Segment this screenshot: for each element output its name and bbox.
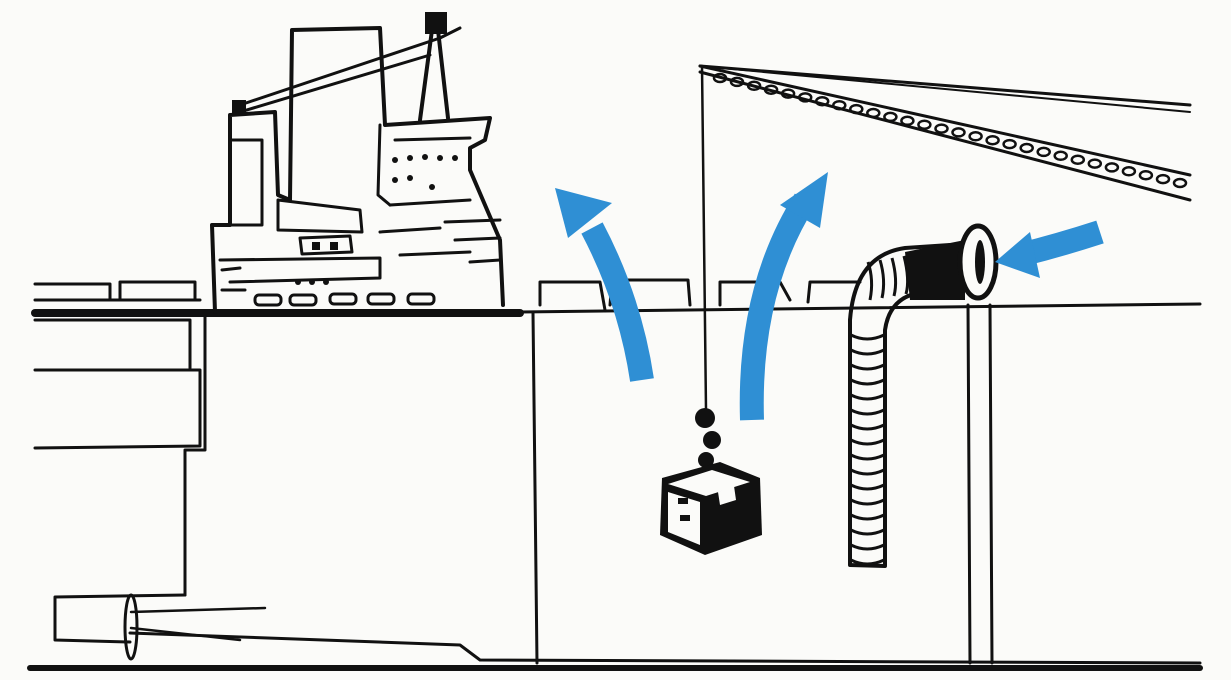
duct-ring	[851, 530, 884, 534]
crane-lattice-hole	[833, 101, 845, 109]
crane-lattice-hole	[850, 105, 862, 113]
duct-ring	[851, 350, 884, 354]
crane-lattice-hole	[987, 136, 999, 144]
duct-ring	[851, 425, 884, 429]
duct-ring	[851, 395, 884, 399]
crane-lattice-holes	[714, 74, 1186, 187]
duct-ring	[851, 500, 884, 504]
crane-lattice-hole	[1089, 160, 1101, 168]
duct-ring	[880, 260, 884, 298]
duct-ring	[851, 440, 884, 444]
duct-ring	[851, 365, 884, 369]
crane-lattice-hole	[1106, 163, 1118, 171]
duct-ring	[851, 380, 884, 384]
crane-lattice-hole	[867, 109, 879, 117]
crane-lattice-hole	[1157, 175, 1169, 183]
duct-ring	[851, 560, 884, 564]
duct-ring	[868, 262, 872, 300]
crane-lattice-hole	[918, 121, 930, 129]
duct-ring	[851, 515, 884, 519]
propeller-icon	[125, 595, 265, 659]
ship-superstructure-icon	[212, 12, 503, 312]
duct-ring	[851, 335, 884, 339]
crane-lattice-hole	[901, 117, 913, 125]
cargo-box-icon	[660, 462, 762, 555]
crane-lattice-hole	[1038, 148, 1050, 156]
crane-lattice-hole	[936, 125, 948, 133]
air-out-arrow-left	[555, 188, 642, 380]
crane-lattice-hole	[1004, 140, 1016, 148]
crane-lattice-hole	[953, 128, 965, 136]
air-in-arrow	[995, 232, 1100, 278]
duct-ring	[851, 485, 884, 489]
crane-lattice-hole	[884, 113, 896, 121]
duct-ring	[851, 410, 884, 414]
crane-lattice-hole	[1055, 152, 1067, 160]
crane-lattice-hole	[970, 132, 982, 140]
crane-lattice-hole	[1021, 144, 1033, 152]
crane-lattice-hole	[1174, 179, 1186, 187]
duct-ring	[851, 455, 884, 459]
duct-ring	[892, 258, 896, 296]
air-out-arrow-right	[752, 172, 828, 420]
duct-ring	[851, 470, 884, 474]
crane-lattice-hole	[1123, 167, 1135, 175]
ventilation-duct-icon	[850, 226, 996, 566]
hook-icon	[695, 408, 721, 468]
crane-lattice-hole	[1072, 156, 1084, 164]
duct-ring	[851, 545, 884, 549]
crane-lattice-hole	[1140, 171, 1152, 179]
